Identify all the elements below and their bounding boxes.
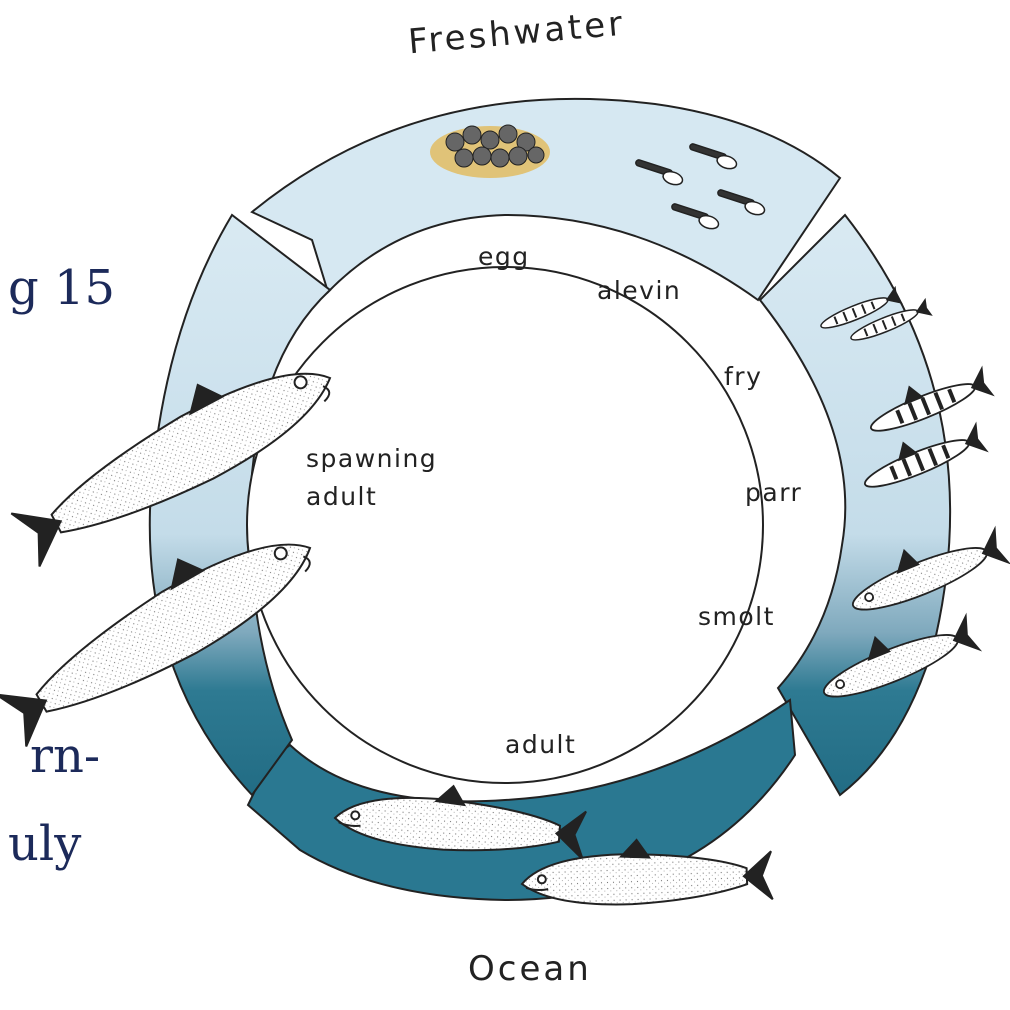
stage-label-egg: egg — [478, 244, 530, 269]
stage-label-spawning-adult: adult — [306, 484, 377, 509]
stage-label-spawning: spawning — [306, 446, 437, 471]
stage-label-fry: fry — [724, 364, 762, 389]
stage-label-parr: parr — [745, 480, 802, 505]
ocean-label: Ocean — [468, 952, 592, 986]
stage-label-adult: adult — [505, 732, 576, 757]
stage-label-alevin: alevin — [597, 278, 681, 303]
stage-label-smolt: smolt — [698, 604, 775, 629]
